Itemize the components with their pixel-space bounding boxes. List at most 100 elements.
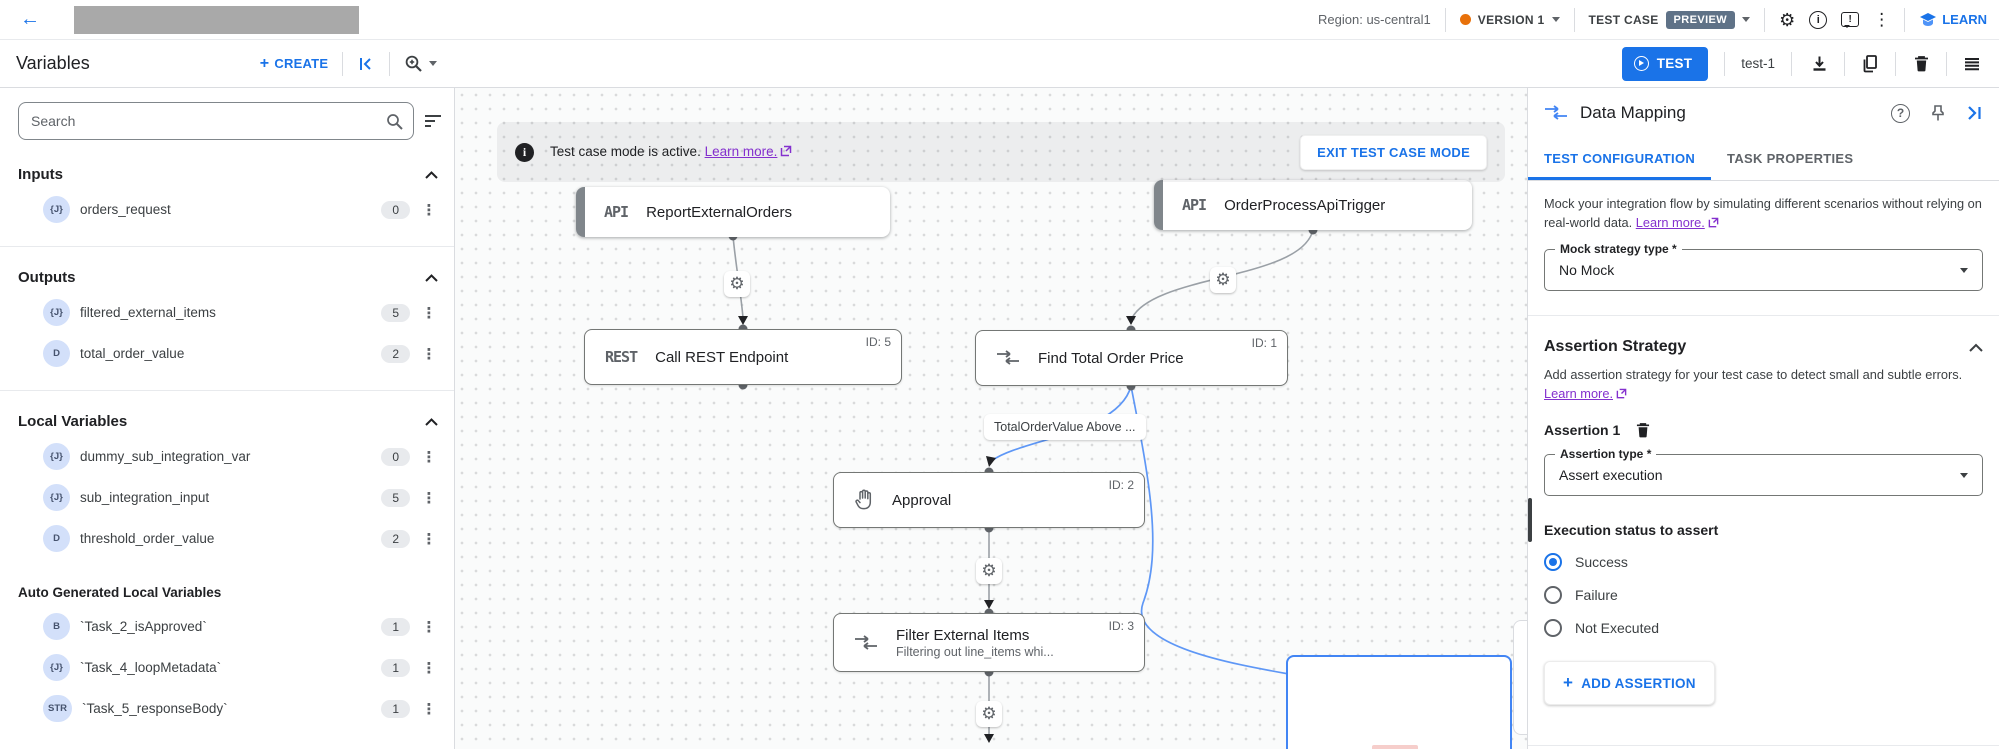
radio-unselected-icon[interactable] — [1544, 619, 1562, 638]
radio-option-success[interactable]: Success — [1544, 553, 1983, 572]
external-link-icon — [780, 145, 792, 160]
more-vert-icon[interactable]: ⋮ — [1873, 10, 1891, 29]
variable-row[interactable]: STR `Task_5_responseBody` 1 ⋮ — [0, 688, 454, 729]
data-mapping-panel: Data Mapping ? TEST CONFIGURATION TASK P… — [1527, 88, 1999, 749]
radio-option-failure[interactable]: Failure — [1544, 586, 1983, 605]
usage-count-badge: 1 — [381, 617, 410, 636]
radio-selected-icon[interactable] — [1544, 553, 1562, 572]
chevron-up-icon[interactable] — [1969, 343, 1983, 352]
search-icon — [387, 113, 403, 130]
preview-badge: PREVIEW — [1665, 10, 1736, 29]
search-field[interactable] — [18, 102, 414, 140]
usage-count-badge: 5 — [381, 303, 410, 322]
external-link-icon — [1616, 386, 1627, 405]
section-header-auto-generated: Auto Generated Local Variables — [0, 559, 454, 606]
log-list-icon[interactable] — [1961, 57, 1983, 71]
chevron-up-icon[interactable] — [425, 170, 438, 179]
feedback-icon[interactable]: ! — [1841, 12, 1860, 28]
edge-gear-icon[interactable]: ⚙ — [724, 271, 750, 297]
section-header-outputs: Outputs — [0, 247, 454, 292]
create-variable-button[interactable]: + CREATE — [260, 55, 329, 73]
chevron-up-icon[interactable] — [425, 273, 438, 282]
learn-more-link[interactable]: Learn more. — [1544, 385, 1613, 401]
chevron-up-icon[interactable] — [425, 417, 438, 426]
help-icon[interactable]: ? — [1891, 103, 1910, 123]
chevron-down-icon — [429, 61, 438, 66]
collapse-panel-left-icon[interactable] — [357, 56, 375, 72]
back-arrow-icon[interactable]: ← — [20, 8, 40, 30]
learn-button[interactable]: LEARN — [1919, 12, 1987, 28]
edge-gear-icon[interactable]: ⚙ — [976, 701, 1002, 727]
variable-name: sub_integration_input — [80, 490, 210, 505]
radio-label: Failure — [1575, 587, 1618, 604]
variable-row[interactable]: D total_order_value 2 ⋮ — [0, 333, 454, 374]
tab-task-properties[interactable]: TASK PROPERTIES — [1727, 151, 1854, 166]
more-vert-icon[interactable]: ⋮ — [421, 700, 437, 718]
node-find-total-order-price[interactable]: Find Total Order Price ID: 1 — [975, 330, 1288, 386]
variable-row[interactable]: {J} filtered_external_items 5 ⋮ — [0, 292, 454, 333]
zoom-dropdown[interactable] — [404, 54, 438, 73]
variable-name: dummy_sub_integration_var — [80, 449, 251, 464]
test-button-label: TEST — [1656, 56, 1693, 71]
radio-unselected-icon[interactable] — [1544, 586, 1562, 605]
edge-gear-icon[interactable]: ⚙ — [976, 558, 1002, 584]
more-vert-icon[interactable]: ⋮ — [421, 618, 437, 636]
divider — [1528, 315, 1999, 317]
tab-test-configuration[interactable]: TEST CONFIGURATION — [1528, 138, 1712, 180]
delete-trash-icon[interactable] — [1910, 55, 1932, 72]
selected-node-outline[interactable] — [1286, 655, 1512, 749]
more-vert-icon[interactable]: ⋮ — [421, 448, 437, 466]
exit-test-case-mode-button[interactable]: EXIT TEST CASE MODE — [1300, 134, 1487, 170]
variable-row[interactable]: {J} sub_integration_input 5 ⋮ — [0, 477, 454, 518]
node-order-process-api-trigger[interactable]: API OrderProcessApiTrigger — [1154, 180, 1472, 230]
version-dropdown[interactable]: VERSION 1 — [1459, 13, 1560, 27]
search-input[interactable] — [31, 113, 386, 129]
variable-row[interactable]: B `Task_2_isApproved` 1 ⋮ — [0, 606, 454, 647]
divider — [0, 246, 454, 247]
add-assertion-label: ADD ASSERTION — [1581, 675, 1696, 691]
copy-icon[interactable] — [1859, 54, 1881, 73]
pin-icon[interactable] — [1930, 104, 1946, 122]
more-vert-icon[interactable]: ⋮ — [421, 489, 437, 507]
node-id: ID: 1 — [1251, 336, 1277, 350]
mock-description-text: Mock your integration flow by simulating… — [1544, 196, 1982, 230]
test-button[interactable]: TEST — [1621, 46, 1709, 81]
collapse-panel-right-icon[interactable] — [1966, 105, 1983, 121]
variable-row[interactable]: {J} orders_request 0 ⋮ — [0, 189, 454, 230]
node-approval[interactable]: Approval ID: 2 — [833, 472, 1145, 528]
type-json-icon: {J} — [43, 654, 70, 681]
node-filter-external-items[interactable]: Filter External Items Filtering out line… — [833, 613, 1145, 672]
section-title: Auto Generated Local Variables — [18, 585, 222, 600]
variable-row[interactable]: D threshold_order_value 2 ⋮ — [0, 518, 454, 559]
radio-option-not-executed[interactable]: Not Executed — [1544, 619, 1983, 638]
more-vert-icon[interactable]: ⋮ — [421, 201, 437, 219]
type-json-icon: {J} — [43, 196, 70, 223]
divider — [1573, 7, 1575, 32]
settings-gear-icon[interactable]: ⚙ — [1779, 9, 1796, 30]
learn-more-link[interactable]: Learn more. — [1635, 214, 1705, 230]
type-string-icon: STR — [43, 695, 72, 722]
learn-school-icon — [1920, 12, 1937, 26]
add-assertion-button[interactable]: + ADD ASSERTION — [1544, 661, 1715, 706]
mock-strategy-select[interactable]: Mock strategy type * No Mock — [1544, 242, 1983, 292]
variable-name: total_order_value — [80, 346, 185, 361]
assertion-type-select[interactable]: Assertion type * Assert execution — [1544, 447, 1983, 497]
more-vert-icon[interactable]: ⋮ — [421, 345, 437, 363]
edge-gear-icon[interactable]: ⚙ — [1210, 267, 1236, 293]
download-icon[interactable] — [1808, 55, 1830, 72]
more-vert-icon[interactable]: ⋮ — [421, 659, 437, 677]
info-icon[interactable]: i — [1809, 10, 1828, 29]
node-report-external-orders[interactable]: API ReportExternalOrders — [576, 187, 890, 237]
more-vert-icon[interactable]: ⋮ — [421, 304, 437, 322]
variable-row[interactable]: {J} dummy_sub_integration_var 0 ⋮ — [0, 436, 454, 477]
variable-row[interactable]: {J} `Task_4_loopMetadata` 1 ⋮ — [0, 647, 454, 688]
node-call-rest-endpoint[interactable]: REST Call REST Endpoint ID: 5 — [584, 329, 902, 385]
integration-canvas[interactable]: ⚙ ⚙ ⚙ ⚙ i Test case mode is active. Lear… — [455, 88, 1527, 749]
test-case-dropdown[interactable]: TEST CASE PREVIEW — [1589, 10, 1751, 29]
panel-resize-handle[interactable] — [1528, 498, 1532, 542]
edge-condition-label[interactable]: TotalOrderValue Above ... — [984, 414, 1146, 440]
sort-filter-icon[interactable] — [424, 114, 442, 128]
delete-assertion-icon[interactable] — [1636, 422, 1650, 438]
more-vert-icon[interactable]: ⋮ — [421, 530, 437, 548]
learn-more-link[interactable]: Learn more. — [704, 144, 778, 159]
